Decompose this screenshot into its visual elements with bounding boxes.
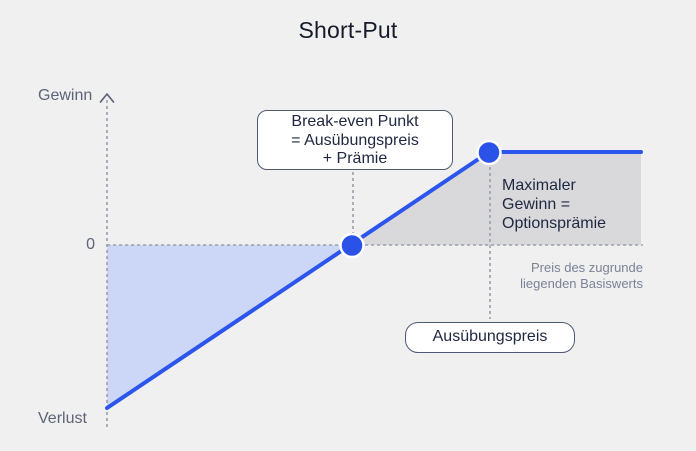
break-even-callout-line3: + Prämie <box>322 150 388 168</box>
max-gain-label-line2: Gewinn = <box>502 196 571 214</box>
break-even-callout-line2: = Ausübungspreis <box>291 131 419 149</box>
y-axis-arrow-icon <box>99 93 115 103</box>
break-even-callout: Break-even Punkt = Ausübungspreis + Präm… <box>257 110 453 170</box>
x-axis-caption-line2: liegenden Basiswerts <box>520 276 643 291</box>
max-gain-label: Maximaler Gewinn = Optionsprämie <box>502 176 606 234</box>
max-gain-label-line3: Optionsprämie <box>502 215 607 233</box>
zero-tick-label: 0 <box>86 236 95 253</box>
strike-price-callout-label: Ausübungspreis <box>432 328 548 345</box>
x-axis-caption: Preis des zugrunde liegenden Basiswerts <box>463 260 643 292</box>
x-axis-caption-line1: Preis des zugrunde <box>530 260 643 275</box>
break-even-callout-line1: Break-even Punkt <box>291 113 419 130</box>
strike-price-callout: Ausübungspreis <box>405 322 575 353</box>
y-axis-positive-label: Gewinn <box>38 87 93 104</box>
y-axis-negative-label: Verlust <box>38 410 87 427</box>
break-even-dot <box>339 232 365 259</box>
max-gain-label-line1: Maximaler <box>502 177 576 194</box>
page-title: Short-Put <box>298 17 398 43</box>
strike-dot <box>476 139 502 166</box>
gain-area <box>352 152 641 245</box>
